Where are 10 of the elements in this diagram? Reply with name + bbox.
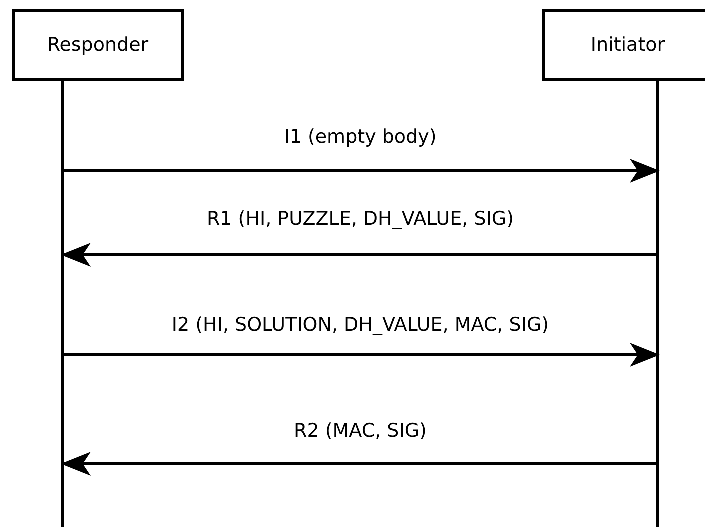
participant-box: Initiator [542, 9, 705, 81]
edge-label: I2 (HI, SOLUTION, DH_VALUE, MAC, SIG) [172, 314, 550, 336]
message-arrow [61, 452, 657, 476]
message-arrow [64, 159, 660, 183]
edge-label: I1 (empty body) [284, 126, 437, 148]
message-arrow [61, 243, 657, 267]
participant-box: Responder [12, 9, 184, 81]
edge-label: R2 (MAC, SIG) [294, 420, 427, 442]
message-arrow [64, 343, 660, 367]
edge-label: R1 (HI, PUZZLE, DH_VALUE, SIG) [206, 208, 514, 230]
